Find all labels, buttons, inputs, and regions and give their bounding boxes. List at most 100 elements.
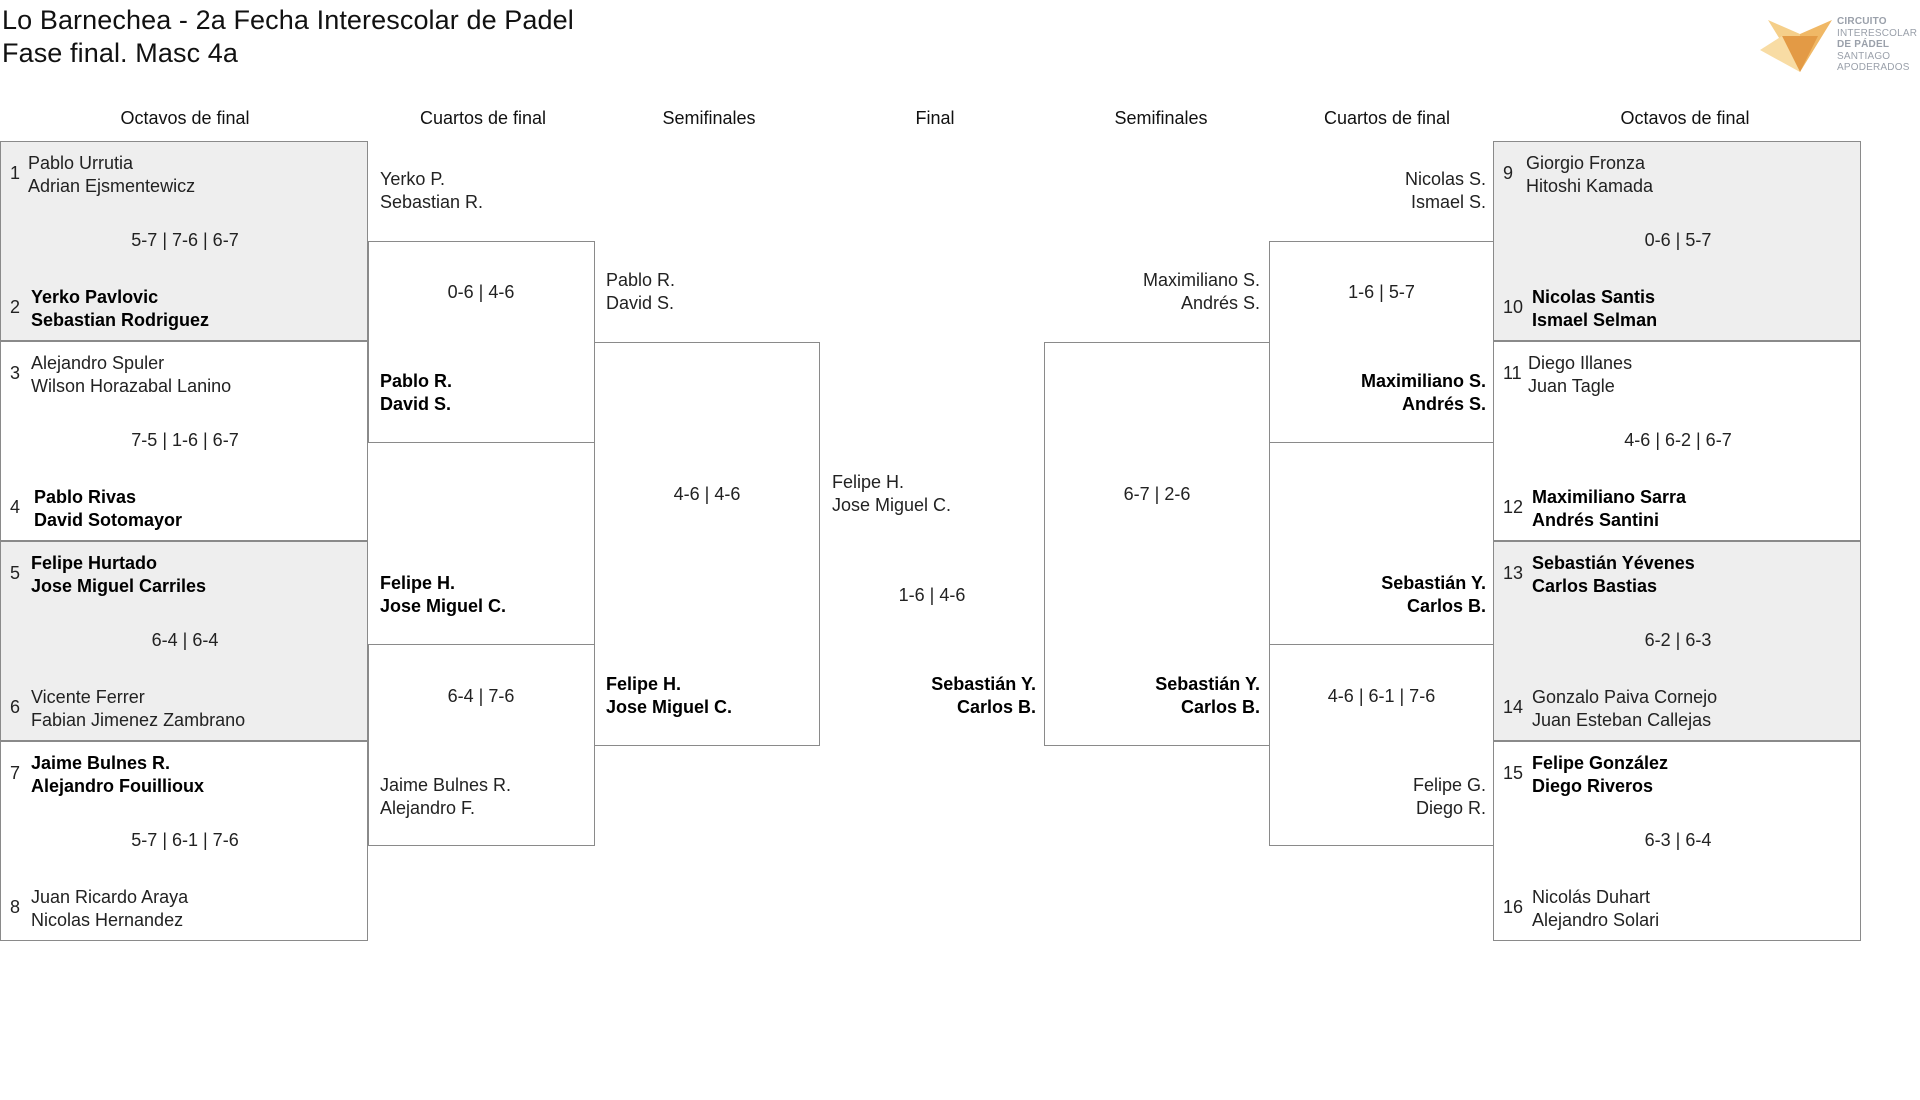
player-name: Jaime Bulnes R.: [380, 775, 512, 795]
player-name: Nicolas Hernandez: [31, 910, 184, 930]
player-name: Maximiliano S.: [1360, 371, 1486, 391]
team-players: Gonzalo Paiva Cornejo Juan Esteban Calle…: [1532, 686, 1717, 732]
cuartos-team: Nicolas S. Ismael S.: [1270, 168, 1486, 214]
semis-right-bracket: [1044, 342, 1270, 746]
cuartos-team-winner: Sebastián Y. Carlos B.: [1270, 572, 1486, 618]
player-name: Juan Tagle: [1528, 376, 1615, 396]
player-name: Jose Miguel C.: [832, 495, 952, 515]
cuartos-team-winner: Maximiliano S. Andrés S.: [1270, 370, 1486, 416]
team-players-winner: Nicolas Santis Ismael Selman: [1532, 286, 1657, 332]
cuartos-right-bracket-2: [1269, 644, 1494, 846]
round-header-final: Final: [915, 108, 955, 128]
octavos-match-9: 9 Giorgio Fronza Hitoshi Kamada 0-6 | 5-…: [1493, 141, 1861, 341]
octavos-match-4: 7 Jaime Bulnes R. Alejandro Fouillioux 5…: [0, 741, 368, 941]
player-name: Sebastián Y.: [931, 674, 1036, 694]
player-name: Jose Miguel Carriles: [31, 576, 207, 596]
match-score: 6-4 | 6-4: [151, 630, 219, 650]
match-score: 4-6 | 4-6: [673, 484, 741, 504]
player-name: Felipe H.: [832, 472, 905, 492]
page-title: Lo Barnechea - 2a Fecha Interescolar de …: [2, 5, 574, 35]
player-name: Nicolas S.: [1404, 169, 1486, 189]
seed-number: 15: [1503, 763, 1524, 783]
player-name: Felipe H.: [380, 573, 456, 593]
player-name: Andrés S.: [1401, 394, 1486, 414]
player-name: Maximiliano S.: [1142, 270, 1260, 290]
player-name: Diego Riveros: [1532, 776, 1654, 796]
seed-number: 9: [1503, 163, 1514, 183]
round-header-semis-right: Semifinales: [1114, 108, 1208, 128]
player-name: Vicente Ferrer: [31, 687, 145, 707]
octavos-match-3: 5 Felipe Hurtado Jose Miguel Carriles 6-…: [0, 541, 368, 741]
player-name: Hitoshi Kamada: [1526, 176, 1654, 196]
logo-text-line1: CIRCUITO: [1837, 16, 1887, 27]
player-name: Alejandro Spuler: [31, 353, 165, 373]
seed-number: 14: [1503, 697, 1524, 717]
player-name: Ismael S.: [1410, 192, 1486, 212]
match-score: 1-6 | 5-7: [1348, 282, 1415, 302]
player-name: Felipe H.: [606, 674, 682, 694]
player-name: Jose Miguel C.: [380, 596, 507, 616]
player-name: David S.: [380, 394, 452, 414]
logo-text-line2: INTERESCOLAR: [1837, 27, 1918, 39]
seed-number: 12: [1503, 497, 1524, 517]
player-name: Diego Illanes: [1528, 353, 1633, 373]
player-name: Carlos Bastias: [1532, 576, 1658, 596]
player-name: Andrés Santini: [1532, 510, 1660, 530]
team-players: Diego Illanes Juan Tagle: [1528, 352, 1632, 398]
team-players: Giorgio Fronza Hitoshi Kamada: [1526, 152, 1653, 198]
player-name: Pablo R.: [606, 270, 676, 290]
player-name: Sebastian R.: [380, 192, 484, 212]
player-name: Pablo Rivas: [34, 487, 137, 507]
match-score: 6-2 | 6-3: [1644, 630, 1712, 650]
player-name: Carlos B.: [1180, 697, 1260, 717]
player-name: Yerko Pavlovic: [31, 287, 159, 307]
match-score: 5-7 | 7-6 | 6-7: [131, 230, 239, 250]
team-players-winner: Pablo Rivas David Sotomayor: [34, 486, 182, 532]
semis-team: Pablo R. David S.: [606, 269, 675, 315]
player-name: Nicolás Duhart: [1532, 887, 1651, 907]
player-name: Alejandro Solari: [1532, 910, 1660, 930]
cuartos-team-winner: Felipe H. Jose Miguel C.: [380, 572, 506, 618]
match-score: 0-6 | 4-6: [447, 282, 515, 302]
octavos-match-11: 11 Diego Illanes Juan Tagle 4-6 | 6-2 | …: [1493, 341, 1861, 541]
round-header-cuartos-left: Cuartos de final: [419, 108, 547, 128]
team-players: Alejandro Spuler Wilson Horazabal Lanino: [31, 352, 231, 398]
player-name: Felipe Hurtado: [31, 553, 158, 573]
round-header-cuartos-right: Cuartos de final: [1323, 108, 1451, 128]
player-name: David S.: [606, 293, 675, 313]
logo-text-line3: DE PÁDEL: [1837, 39, 1890, 50]
team-players: Pablo Urrutia Adrian Ejsmentewicz: [28, 152, 195, 198]
match-score: 6-4 | 7-6: [447, 686, 515, 706]
player-name: Juan Ricardo Araya: [31, 887, 189, 907]
team-players-winner: Yerko Pavlovic Sebastian Rodriguez: [31, 286, 209, 332]
team-players-winner: Felipe González Diego Riveros: [1532, 752, 1668, 798]
player-name: Adrian Ejsmentewicz: [28, 176, 196, 196]
player-name: Carlos B.: [956, 697, 1036, 717]
match-score: 4-6 | 6-2 | 6-7: [1624, 430, 1732, 450]
seed-number: 7: [10, 763, 21, 783]
player-name: Ismael Selman: [1532, 310, 1658, 330]
logo-text-line5: APODERADOS: [1837, 62, 1910, 73]
seed-number: 2: [10, 297, 21, 317]
cuartos-team: Yerko P. Sebastian R.: [380, 168, 483, 214]
final-team: Felipe H. Jose Miguel C.: [832, 471, 951, 517]
player-name: Sebastian Rodriguez: [31, 310, 210, 330]
fox-logo-icon: [1760, 20, 1832, 72]
seed-number: 11: [1503, 363, 1522, 383]
player-name: Pablo R.: [380, 371, 453, 391]
page-subtitle: Fase final. Masc 4a: [2, 38, 239, 68]
team-players: Nicolás Duhart Alejandro Solari: [1532, 886, 1659, 932]
cuartos-team-winner: Pablo R. David S.: [380, 370, 452, 416]
seed-number: 5: [10, 563, 21, 583]
round-header-octavos-left: Octavos de final: [120, 108, 250, 128]
player-name: Jose Miguel C.: [606, 697, 733, 717]
match-score: 0-6 | 5-7: [1644, 230, 1712, 250]
seed-number: 13: [1503, 563, 1524, 583]
player-name: Nicolas Santis: [1532, 287, 1656, 307]
player-name: Yerko P.: [380, 169, 446, 189]
player-name: Felipe G.: [1412, 775, 1486, 795]
team-players-winner: Maximiliano Sarra Andrés Santini: [1532, 486, 1686, 532]
octavos-match-2: 3 Alejandro Spuler Wilson Horazabal Lani…: [0, 341, 368, 541]
octavos-match-13: 13 Sebastián Yévenes Carlos Bastias 6-2 …: [1493, 541, 1861, 741]
cuartos-right-bracket-1: [1269, 241, 1494, 443]
